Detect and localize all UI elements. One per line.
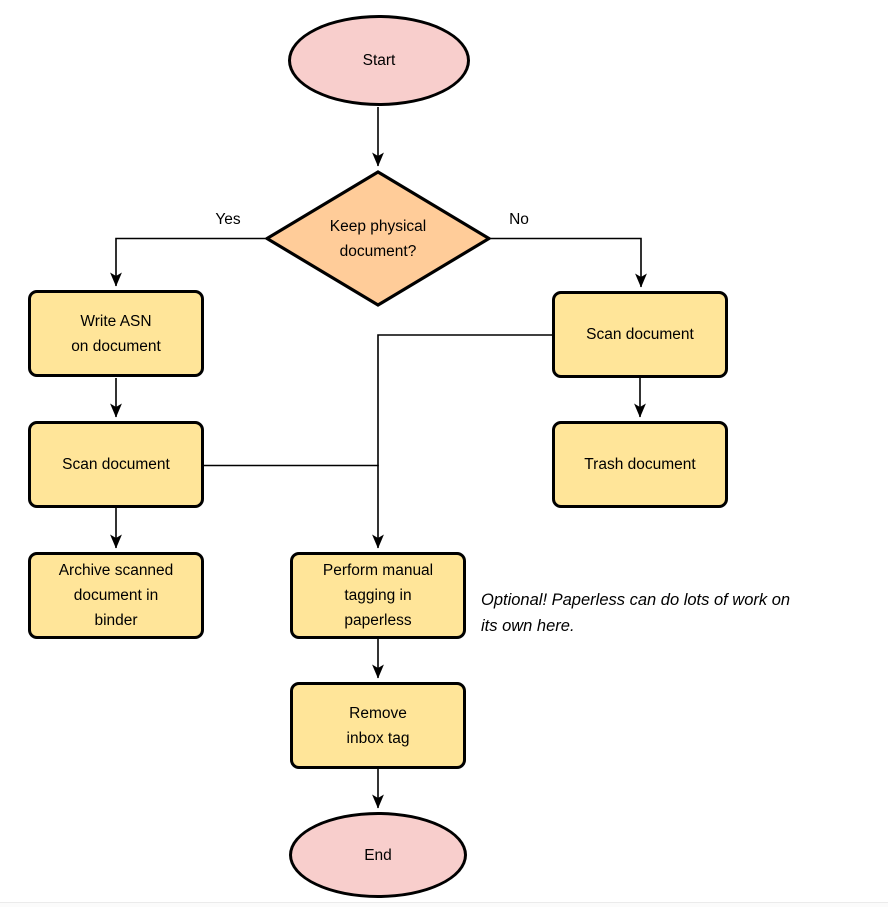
node-label: Archive scanned document in binder — [58, 562, 174, 629]
edge-decision-yes-to-write-asn — [110, 237, 265, 287]
node-label: Scan document — [586, 326, 694, 343]
node-remove-inbox-tag: Remove inbox tag — [290, 682, 466, 769]
node-label: Scan document — [62, 456, 170, 473]
diamond-shape — [265, 170, 491, 307]
node-perform-manual-tagging-in-paperless: Perform manual tagging in paperless — [290, 552, 466, 639]
edge-decision-no-to-scan-right — [491, 237, 647, 288]
node-label: Write ASN on document — [71, 312, 161, 355]
node-start-terminator: Start — [288, 15, 470, 106]
annotation-optional-note: Optional! Paperless can do lots of work … — [481, 591, 791, 635]
edge-scan-right-to-tagging — [372, 334, 552, 549]
page-bottom-edge — [0, 902, 888, 907]
node-scan-document-left: Scan document — [28, 421, 204, 508]
node-decision-keep-physical-document: Keep physical document? — [265, 170, 491, 307]
node-scan-document-right: Scan document — [552, 291, 728, 378]
node-label: Start — [362, 52, 396, 69]
node-label: Perform manual tagging in paperless — [322, 562, 434, 629]
node-label: Trash document — [584, 456, 696, 473]
node-archive-scanned-document-in-binder: Archive scanned document in binder — [28, 552, 204, 639]
node-label: Keep physical document? — [329, 217, 427, 260]
node-write-asn-on-document: Write ASN on document — [28, 290, 204, 377]
edge-label-yes: Yes — [205, 211, 251, 229]
node-label: End — [364, 846, 392, 864]
node-trash-document: Trash document — [552, 421, 728, 508]
node-label: Remove inbox tag — [346, 704, 410, 747]
node-end-terminator: End — [289, 812, 467, 898]
edge-label-no: No — [499, 211, 539, 229]
